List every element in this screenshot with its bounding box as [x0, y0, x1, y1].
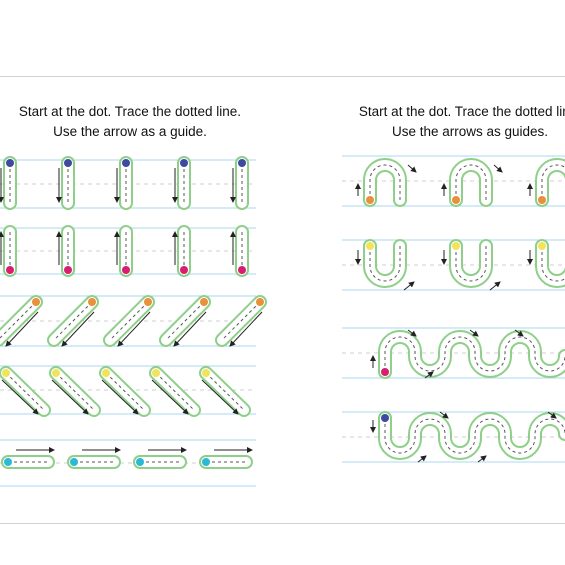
left-instruction: Start at the dot. Trace the dotted line.…	[0, 102, 260, 142]
dotted-trace-line	[369, 246, 401, 282]
direction-arrow-icon	[439, 411, 449, 419]
start-dot-icon	[452, 242, 460, 250]
dotted-trace-line	[109, 301, 149, 341]
dotted-trace-line	[369, 164, 401, 200]
right-row-2-cups	[355, 239, 565, 291]
start-dot-icon	[381, 368, 389, 376]
direction-arrow-icon	[1, 379, 39, 415]
dotted-trace-line	[455, 164, 487, 200]
start-dot-icon	[52, 369, 60, 377]
start-dot-icon	[238, 159, 246, 167]
left-instruction-line1: Start at the dot. Trace the dotted line.	[18, 104, 242, 119]
start-dot-icon	[381, 414, 389, 422]
dotted-trace-line	[384, 336, 565, 372]
start-dot-icon	[538, 196, 546, 204]
left-row-2-vertical-up	[0, 225, 256, 277]
dotted-trace-line	[0, 301, 37, 339]
start-dot-icon	[6, 266, 14, 274]
start-dot-icon	[452, 196, 460, 204]
right-instruction: Start at the dot. Trace the dotted line.…	[340, 102, 565, 142]
dotted-trace-line	[53, 301, 93, 341]
direction-arrow-icon	[51, 379, 89, 415]
dotted-trace-line	[105, 372, 145, 411]
start-dot-icon	[64, 266, 72, 274]
direction-arrow-icon	[469, 329, 479, 337]
dotted-trace-line	[155, 372, 195, 411]
right-instruction-line2: Use the arrows as guides.	[391, 124, 549, 139]
right-row-1-arches	[355, 158, 565, 207]
dotted-trace-line	[55, 372, 95, 411]
direction-arrow-icon	[514, 329, 524, 337]
direction-arrow-icon	[417, 455, 427, 463]
right-instruction-line1: Start at the dot. Trace the dotted line.	[358, 104, 565, 119]
right-row-4-wave	[370, 411, 565, 463]
dotted-trace-line	[5, 372, 45, 411]
direction-arrow-icon	[61, 311, 95, 347]
dotted-trace-line	[541, 246, 565, 282]
start-dot-icon	[538, 242, 546, 250]
dotted-trace-line	[384, 418, 565, 454]
start-dot-icon	[202, 369, 210, 377]
start-dot-icon	[180, 266, 188, 274]
start-dot-icon	[366, 242, 374, 250]
start-dot-icon	[202, 458, 210, 466]
start-dot-icon	[88, 298, 96, 306]
start-dot-icon	[122, 266, 130, 274]
start-dot-icon	[122, 159, 130, 167]
left-instruction-line2: Use the arrow as a guide.	[53, 124, 207, 139]
left-row-5-horizontal	[0, 439, 256, 487]
direction-arrow-icon	[173, 311, 207, 347]
start-dot-icon	[238, 266, 246, 274]
start-dot-icon	[64, 159, 72, 167]
direction-arrow-icon	[117, 311, 151, 347]
start-dot-icon	[200, 298, 208, 306]
left-row-1-vertical-down	[0, 156, 256, 210]
direction-arrow-icon	[407, 329, 417, 337]
start-dot-icon	[180, 159, 188, 167]
right-row-3-wave	[370, 329, 565, 379]
direction-arrow-icon	[547, 411, 557, 419]
dotted-trace-line	[455, 246, 487, 282]
direction-arrow-icon	[407, 164, 417, 173]
direction-arrow-icon	[5, 311, 39, 347]
direction-arrow-icon	[151, 379, 189, 415]
start-dot-icon	[102, 369, 110, 377]
start-dot-icon	[366, 196, 374, 204]
direction-arrow-icon	[229, 311, 263, 347]
start-dot-icon	[2, 369, 10, 377]
start-dot-icon	[256, 298, 264, 306]
dotted-trace-line	[165, 301, 205, 341]
direction-arrow-icon	[493, 164, 503, 173]
direction-arrow-icon	[403, 281, 415, 291]
start-dot-icon	[6, 159, 14, 167]
left-row-4-diagonal	[0, 365, 256, 417]
direction-arrow-icon	[201, 379, 239, 415]
direction-arrow-icon	[489, 281, 501, 291]
direction-arrow-icon	[424, 371, 434, 379]
left-row-3-diagonal	[0, 295, 267, 347]
dotted-trace-line	[541, 164, 565, 200]
start-dot-icon	[32, 298, 40, 306]
dotted-trace-line	[221, 301, 261, 341]
right-row-4-guides	[342, 411, 565, 463]
start-dot-icon	[152, 369, 160, 377]
direction-arrow-icon	[101, 379, 139, 415]
start-dot-icon	[4, 458, 12, 466]
right-row-3-guides	[342, 327, 565, 379]
start-dot-icon	[136, 458, 144, 466]
start-dot-icon	[70, 458, 78, 466]
dotted-trace-line	[205, 372, 245, 411]
direction-arrow-icon	[477, 455, 487, 463]
start-dot-icon	[144, 298, 152, 306]
